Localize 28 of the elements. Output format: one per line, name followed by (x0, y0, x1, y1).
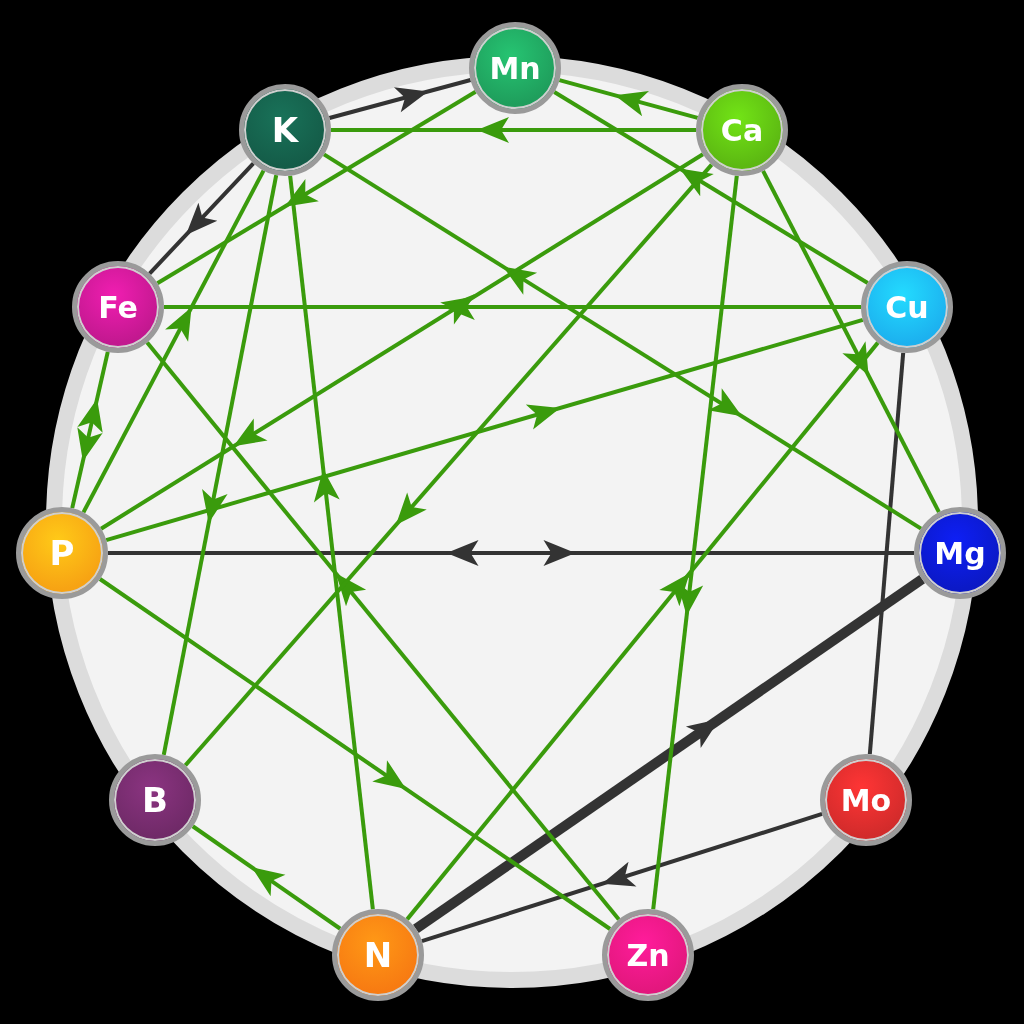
arrow (148, 162, 255, 275)
arrow (761, 169, 941, 514)
element-node: Mg (914, 507, 1006, 599)
arrow (413, 575, 925, 933)
arrow (331, 117, 696, 143)
arrow (164, 294, 861, 320)
arrow (322, 152, 923, 531)
arrow (70, 351, 110, 509)
arrow (183, 163, 714, 767)
arrow (156, 90, 477, 285)
arrow (553, 90, 869, 285)
arrow (328, 78, 472, 120)
arrow (651, 175, 739, 910)
arrow (405, 341, 880, 921)
arrow (558, 78, 699, 120)
arrow (191, 824, 342, 931)
arrow (108, 540, 914, 566)
arrow (145, 341, 621, 921)
arrow (421, 812, 823, 943)
arrow (81, 169, 266, 514)
element-node: P (16, 507, 108, 599)
arrow (288, 175, 375, 910)
connector-line (867, 352, 906, 755)
arrow (98, 577, 612, 931)
arrow (161, 174, 279, 756)
element-node: Mn (469, 22, 561, 114)
arrow (100, 152, 704, 531)
arrow (105, 317, 864, 543)
